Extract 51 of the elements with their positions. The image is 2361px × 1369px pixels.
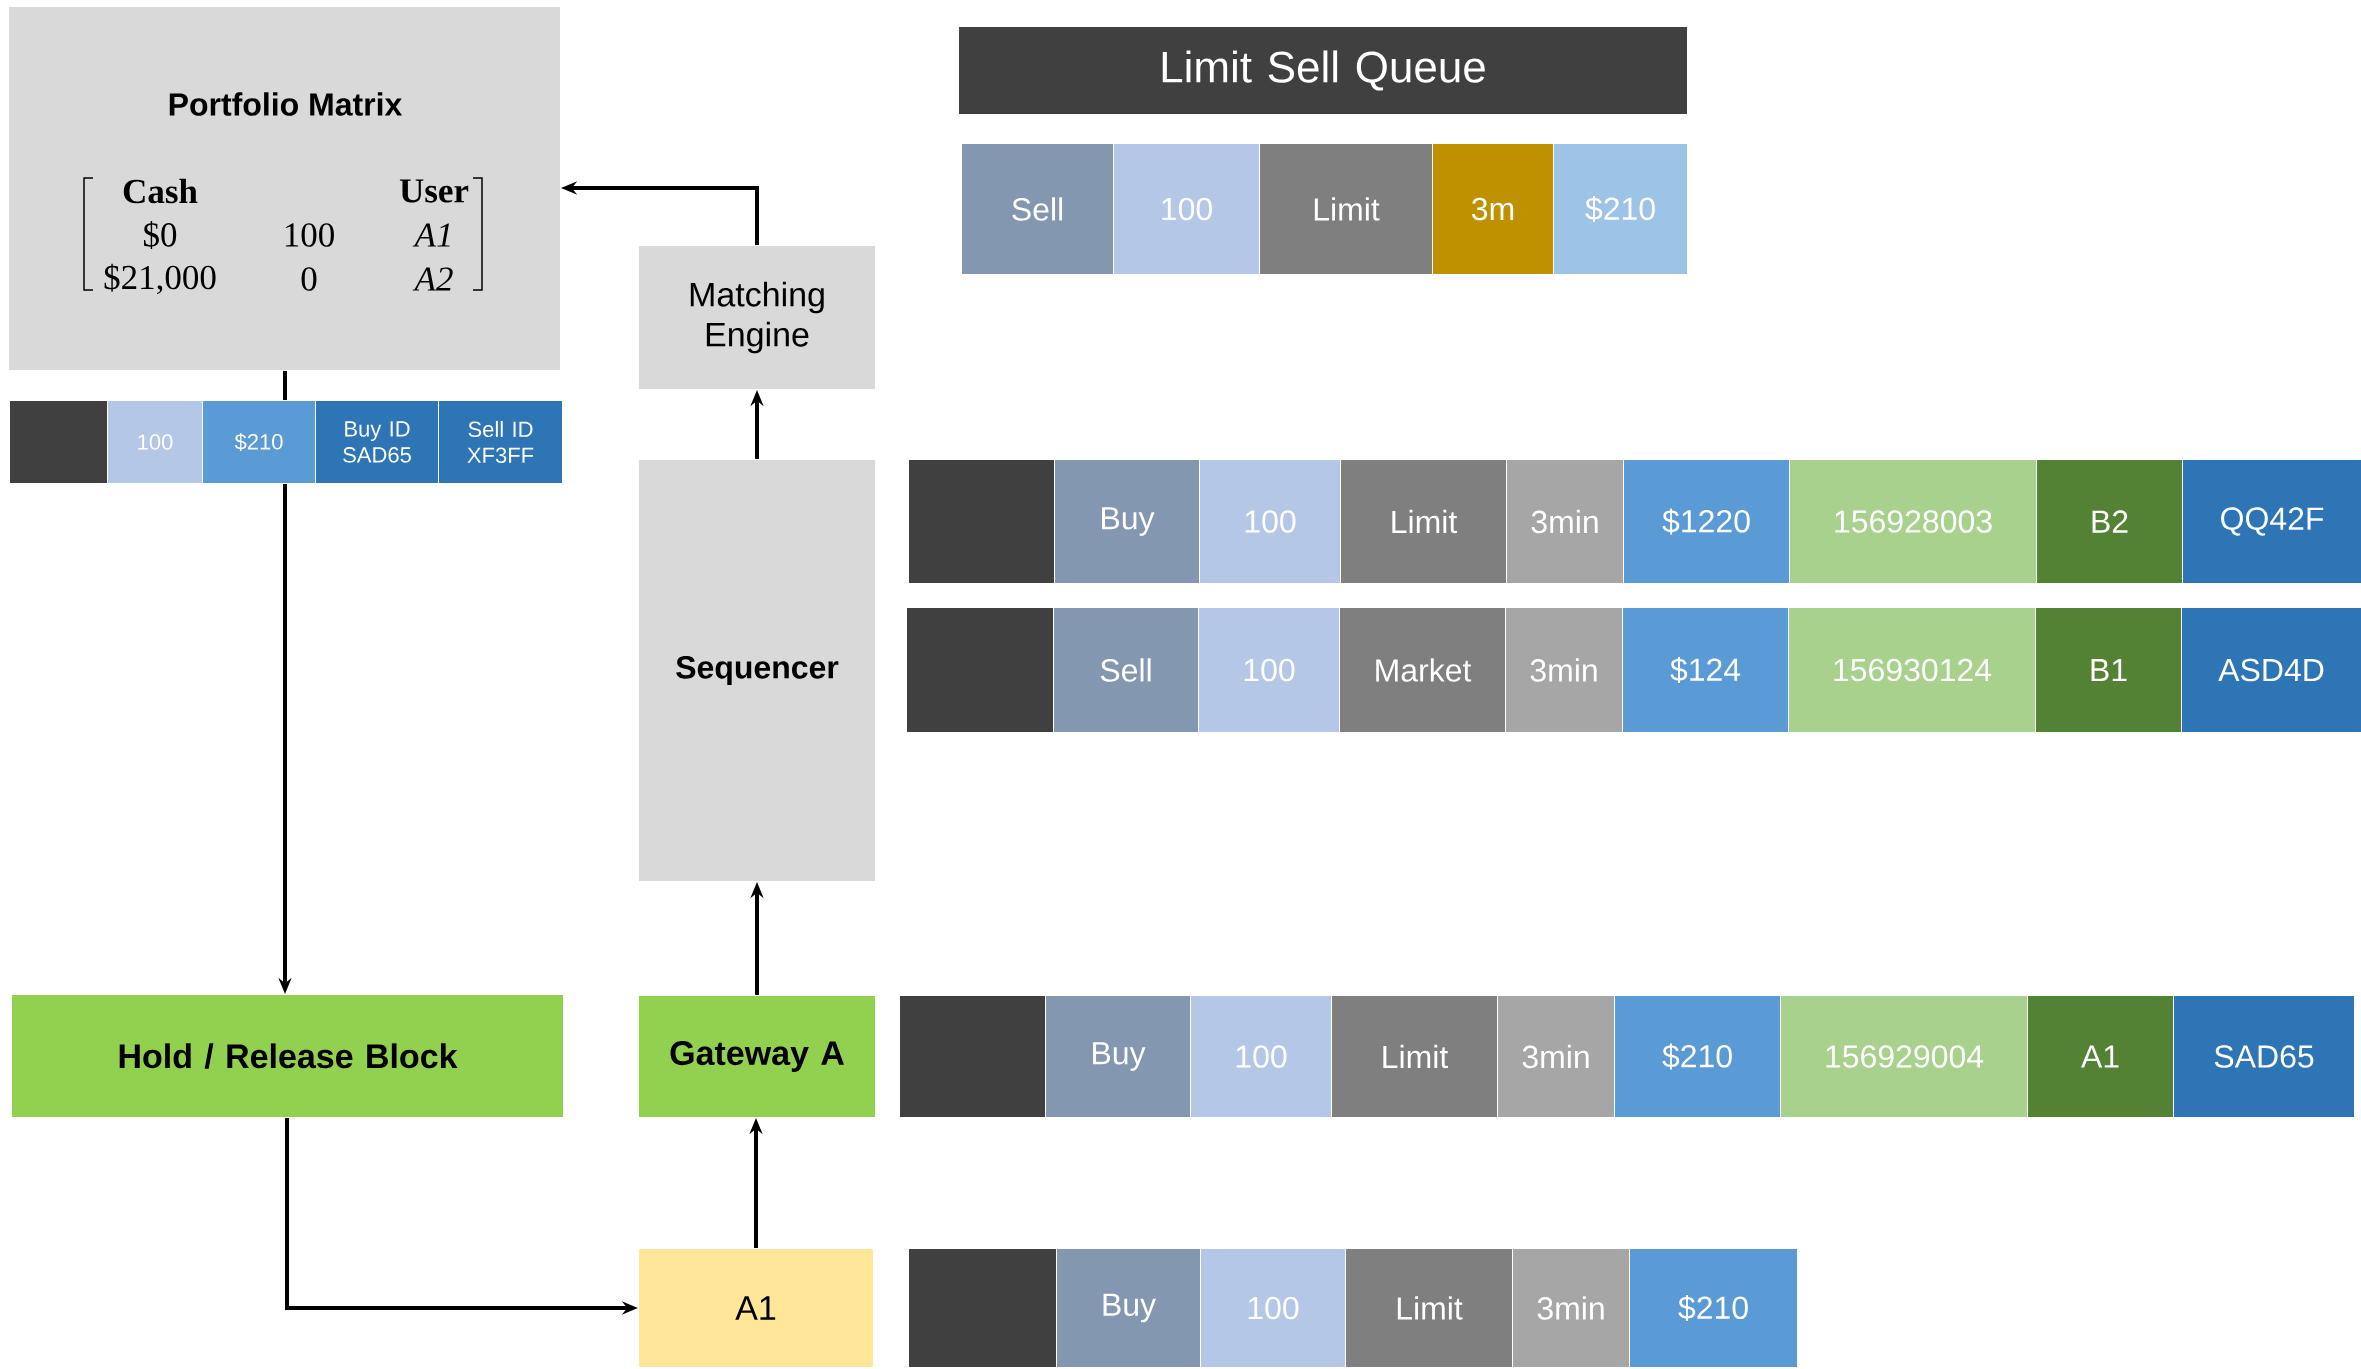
data-cell: B1 bbox=[2035, 607, 2183, 733]
data-cell: A1 bbox=[2027, 995, 2174, 1118]
data-cell: 3min bbox=[1506, 459, 1624, 584]
data-cell bbox=[908, 459, 1055, 584]
data-cell: QQ42F bbox=[2182, 459, 2361, 584]
data-cell: 100 bbox=[1199, 459, 1341, 584]
data-cell: Sell bbox=[1053, 607, 1199, 733]
data-cell: $210 bbox=[202, 400, 316, 484]
data-cell: $124 bbox=[1622, 607, 1789, 733]
data-cell: 100 bbox=[1113, 143, 1260, 275]
data-cell: 3min bbox=[1505, 607, 1623, 733]
data-cell: Market bbox=[1339, 607, 1506, 733]
data-cell: 3min bbox=[1497, 995, 1615, 1118]
process-box: Sequencer bbox=[638, 459, 876, 882]
connector-line bbox=[283, 371, 287, 400]
data-cell: Limit bbox=[1331, 995, 1498, 1118]
matrix: Cash User $0 100 A1 $21,000 0 A2 bbox=[83, 177, 483, 295]
data-cell: Limit bbox=[1345, 1248, 1513, 1368]
data-cell: Buy bbox=[1054, 459, 1200, 584]
data-cell bbox=[899, 995, 1046, 1118]
header-bar: Limit Sell Queue bbox=[958, 26, 1688, 115]
data-cell: 156928003 bbox=[1789, 459, 2037, 584]
data-cell: Buy ID SAD65 bbox=[315, 400, 439, 484]
data-cell: 3m bbox=[1432, 143, 1554, 275]
process-box: Matching Engine bbox=[638, 245, 876, 390]
data-cell bbox=[906, 607, 1054, 733]
data-cell: $210 bbox=[1629, 1248, 1798, 1368]
data-cell: Limit bbox=[1340, 459, 1507, 584]
data-cell: SAD65 bbox=[2173, 995, 2356, 1118]
data-cell: 100 bbox=[107, 400, 203, 484]
data-cell: Buy bbox=[1056, 1248, 1201, 1368]
data-cell: 100 bbox=[1200, 1248, 1346, 1368]
process-box: Hold / Release Block bbox=[11, 994, 564, 1118]
data-cell: B2 bbox=[2036, 459, 2184, 584]
data-cell: 100 bbox=[1190, 995, 1332, 1118]
data-cell: Sell ID XF3FF bbox=[438, 400, 563, 484]
data-cell: 156929004 bbox=[1780, 995, 2028, 1118]
data-cell: $1220 bbox=[1623, 459, 1790, 584]
process-box: Gateway A bbox=[638, 995, 876, 1118]
data-cell bbox=[908, 1248, 1057, 1368]
data-cell: 3min bbox=[1512, 1248, 1630, 1368]
data-cell bbox=[9, 400, 108, 484]
data-cell: Buy bbox=[1045, 995, 1191, 1118]
data-cell: $210 bbox=[1614, 995, 1781, 1118]
data-cell: ASD4D bbox=[2181, 607, 2361, 733]
data-cell: Sell bbox=[961, 143, 1114, 275]
process-box: A1 bbox=[638, 1248, 874, 1368]
data-cell: $210 bbox=[1553, 143, 1688, 275]
data-cell: 156930124 bbox=[1788, 607, 2036, 733]
data-cell: 100 bbox=[1198, 607, 1340, 733]
data-cell: Limit bbox=[1259, 143, 1433, 275]
